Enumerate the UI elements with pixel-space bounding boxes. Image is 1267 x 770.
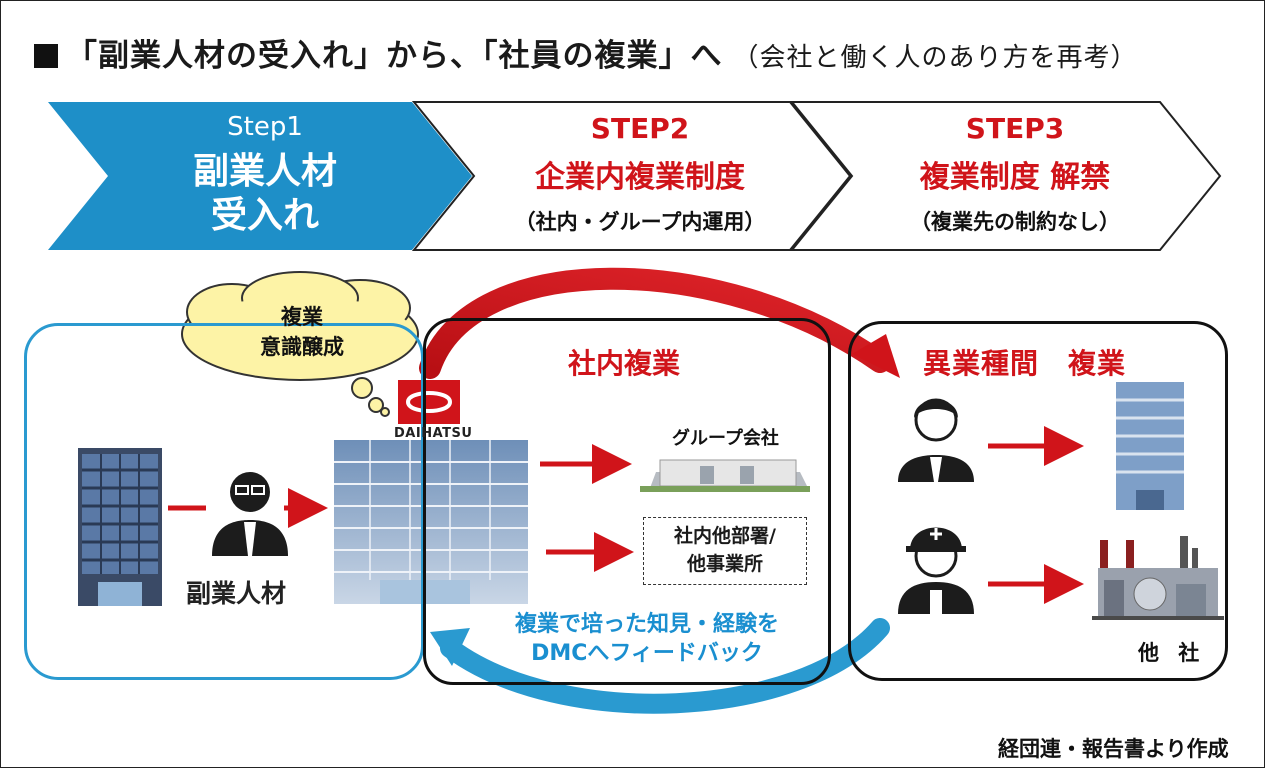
title-main: 「副業人材の受入れ」から、「社員の複業」へ (66, 38, 723, 74)
factory-icon (640, 459, 810, 492)
daihatsu-logo-icon (398, 380, 460, 424)
mid-box-title: 社内複業 (568, 347, 681, 380)
group-company-label: グループ会社 (672, 428, 779, 449)
step3-label: STEP3 (965, 112, 1065, 145)
step1-title: 副業人材 受入れ (130, 150, 400, 238)
square-bullet-icon (34, 44, 58, 68)
office-tower-icon (1116, 382, 1184, 510)
side-job-talent-label: 副業人材 (186, 579, 287, 608)
step3-chevron (789, 101, 1222, 251)
step2-subtitle: （社内・グループ内運用） (514, 210, 766, 234)
step3-subtitle: （複業先の制約なし） (910, 210, 1120, 234)
mid-box (423, 318, 831, 685)
daihatsu-hq-building (334, 440, 528, 604)
step1-chevron (48, 102, 472, 250)
right-box (848, 321, 1228, 681)
feedback-line1: 複業で培った知見・経験を (514, 612, 779, 637)
step1-title-line1: 副業人材 (192, 151, 337, 192)
step2-title: 企業内複業制度 (535, 160, 745, 195)
worker-helmet-icon (898, 527, 974, 614)
feedback-line2: DMCへフィードバック (531, 641, 763, 666)
figure-title: 「副業人材の受入れ」から、「社員の複業」へ （会社と働く人のあり方を再考） (34, 30, 1138, 75)
industrial-plant-icon (1092, 536, 1224, 620)
step1-title-line2: 受入れ (210, 195, 319, 236)
left-box (24, 323, 424, 680)
cloud-line2: 意識醸成 (260, 335, 344, 359)
right-box-title: 異業種間 複業 (923, 347, 1127, 380)
dept-label: 社内他部署/ 他事業所 (643, 522, 807, 578)
step2-chevron (411, 101, 852, 251)
thought-cloud-icon (181, 271, 419, 417)
daihatsu-wordmark: DAIHATSU (394, 426, 473, 441)
building-icon (78, 448, 162, 606)
step3-title: 複業制度 解禁 (919, 160, 1111, 195)
blue-curve-arrowhead (430, 628, 470, 666)
red-curve-arrowhead (852, 334, 900, 378)
cloud-text: 複業 意識醸成 (232, 302, 372, 362)
other-company-label: 他 社 (1138, 641, 1206, 665)
source-note: 経団連・報告書より作成 (998, 737, 1229, 761)
person-glasses-icon (212, 472, 288, 556)
businessperson-icon (898, 398, 974, 482)
dept-dashed-box (643, 517, 807, 585)
step2-label: STEP2 (590, 112, 690, 145)
dept-label-line1: 社内他部署/ (674, 525, 776, 547)
dept-label-line2: 他事業所 (686, 553, 763, 575)
title-subtitle: （会社と働く人のあり方を再考） (732, 43, 1138, 73)
step1-label: Step1 (227, 112, 303, 142)
cloud-line1: 複業 (281, 305, 323, 329)
blue-curve-arrow (440, 618, 890, 714)
feedback-text: 複業で培った知見・経験を DMCへフィードバック (492, 610, 802, 668)
